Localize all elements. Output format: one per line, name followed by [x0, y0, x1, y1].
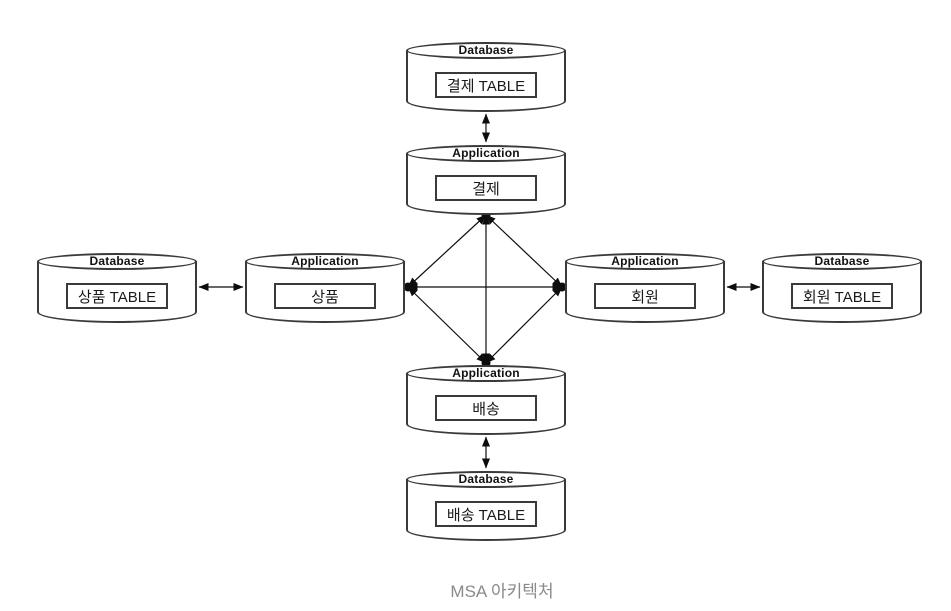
node-type-label: Application [611, 254, 679, 268]
node-label-box: 결제 TABLE [435, 72, 537, 98]
cylinder-top-ellipse [245, 253, 405, 270]
node-member-app: Application 회원 [565, 253, 725, 323]
node-label-box: 결제 [435, 175, 537, 201]
cylinder-top-ellipse [37, 253, 197, 270]
node-label-box: 회원 TABLE [791, 283, 893, 309]
node-label: 회원 TABLE [802, 288, 882, 306]
junction-right [557, 282, 567, 292]
edge-payment-to-member [485, 214, 563, 288]
node-member-db: Database 회원 TABLE [762, 253, 922, 323]
node-product-db: Database 상품 TABLE [37, 253, 197, 323]
node-type-label: Application [291, 254, 359, 268]
edge-delivery-to-member [485, 286, 563, 364]
cylinder-top-ellipse [406, 42, 566, 59]
node-label-box: 상품 TABLE [66, 283, 168, 309]
node-label-box: 상품 [274, 283, 376, 309]
node-label: 배송 [472, 400, 500, 418]
node-type-label: Database [458, 472, 514, 486]
junction-left [403, 282, 413, 292]
node-label-box: 배송 [435, 395, 537, 421]
edge-delivery-to-product [407, 286, 487, 364]
cylinder-top-ellipse [406, 145, 566, 162]
node-product-app: Application 상품 [245, 253, 405, 323]
node-payment-app: Application 결제 [406, 145, 566, 215]
node-delivery-db: Database 배송 TABLE [406, 471, 566, 541]
cylinder-top-ellipse [406, 471, 566, 488]
cylinder-top-ellipse [762, 253, 922, 270]
node-delivery-app: Application 배송 [406, 365, 566, 435]
cylinder-top-ellipse [406, 365, 566, 382]
node-type-label: Database [89, 254, 145, 268]
node-type-label: Application [452, 146, 520, 160]
node-type-label: Application [452, 366, 520, 380]
node-payment-db: Database 결제 TABLE [406, 42, 566, 112]
cylinder-top-ellipse [565, 253, 725, 270]
node-label: 상품 TABLE [77, 288, 157, 306]
node-label-box: 배송 TABLE [435, 501, 537, 527]
edge-payment-to-product [407, 214, 487, 288]
node-type-label: Database [458, 43, 514, 57]
diagram-caption: MSA 아키텍처 [450, 582, 554, 601]
node-label: 배송 TABLE [446, 506, 526, 524]
node-label: 상품 [311, 288, 339, 306]
node-type-label: Database [814, 254, 870, 268]
node-label: 회원 [631, 288, 659, 306]
node-label: 결제 [472, 180, 500, 198]
node-label: 결제 TABLE [446, 77, 526, 95]
node-label-box: 회원 [594, 283, 696, 309]
